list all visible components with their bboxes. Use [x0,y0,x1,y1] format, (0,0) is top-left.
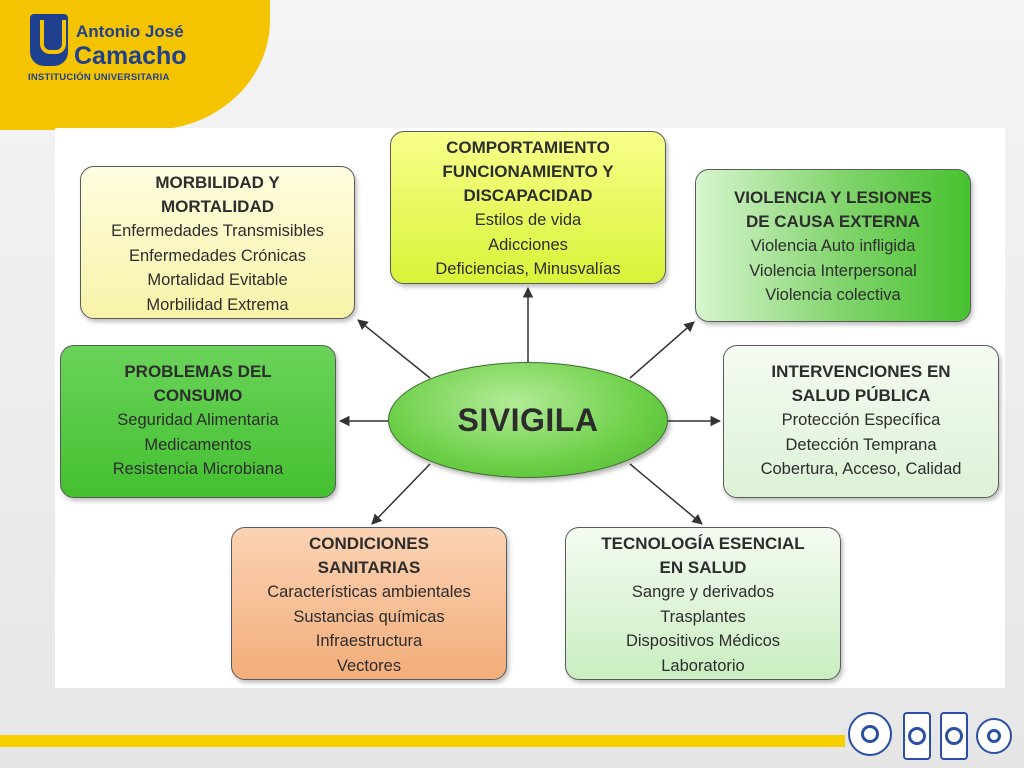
arrow-to-condiciones [371,463,431,525]
node-item: Violencia colectiva [765,286,901,304]
node-item: Sustancias químicas [293,607,445,626]
brand-line-1: Antonio José [76,22,184,41]
node-item: Características ambientales [267,583,471,601]
university-logo-icon [30,14,68,66]
node-item: Detección Temprana [785,435,937,454]
node-item: Resistencia Microbiana [112,460,284,478]
node-item: Violencia Interpersonal [749,261,917,280]
center-label: SIVIGILA [457,401,599,438]
node-problemas: PROBLEMAS DEL CONSUMO Seguridad Alimenta… [60,345,336,498]
node-item: Seguridad Alimentaria [117,411,279,429]
node-item: Adicciones [488,235,568,254]
node-item: Enfermedades Transmisibles [111,222,324,240]
node-condiciones: CONDICIONES SANITARIAS Características a… [231,527,507,680]
node-title: MORBILIDAD Y [155,173,280,192]
node-item: Vectores [336,656,402,675]
node-title: EN SALUD [659,558,747,577]
node-item: Violencia Auto infligida [750,237,916,255]
node-item: Mortalidad Evitable [147,271,288,289]
center-node-sivigila: SIVIGILA [388,362,668,478]
node-item: Morbilidad Extrema [146,295,289,314]
node-item: Dispositivos Médicos [625,632,781,650]
node-title: FUNCIONAMIENTO Y [442,162,614,181]
node-item: Deficiencias, Minusvalías [435,260,621,278]
quality-certification-icon [903,712,931,760]
arrow-to-violencia [629,321,695,379]
node-title: COMPORTAMIENTO [446,138,610,157]
node-title: TECNOLOGÍA ESENCIAL [601,534,805,553]
node-item: Laboratorio [661,656,745,675]
node-violencia: VIOLENCIA Y LESIONES DE CAUSA EXTERNA Vi… [695,169,971,322]
certification-seal-icon [848,712,892,756]
node-item: Estilos de vida [474,211,582,229]
node-title: CONDICIONES [309,534,429,553]
iqnet-certification-icon [976,718,1012,754]
node-comportamiento: COMPORTAMIENTO FUNCIONAMIENTO Y DISCAPAC… [390,131,666,284]
node-title: VIOLENCIA Y LESIONES [733,188,933,207]
iso-certification-icon [940,712,968,760]
node-item: Trasplantes [660,607,746,626]
node-item: Sangre y derivados [631,583,775,601]
node-item: Medicamentos [144,435,252,454]
node-title: DE CAUSA EXTERNA [745,212,921,231]
node-title: CONSUMO [153,386,243,405]
node-item: Protección Específica [781,411,941,429]
node-title: INTERVENCIONES EN [771,362,951,381]
node-item: Infraestructura [315,632,423,650]
arrow-to-tecnologia [629,463,703,525]
node-intervenciones: INTERVENCIONES EN SALUD PÚBLICA Protecci… [723,345,999,498]
node-title: SALUD PÚBLICA [791,386,931,405]
brand-line-2: Camacho [74,42,187,70]
node-title: PROBLEMAS DEL [124,362,272,381]
node-title: DISCAPACIDAD [463,186,593,205]
node-item: Enfermedades Crónicas [128,246,306,265]
arrow-to-morbilidad [357,319,431,379]
footer-bar [0,735,845,747]
node-title: SANITARIAS [317,558,421,577]
node-morbilidad: MORBILIDAD Y MORTALIDAD Enfermedades Tra… [80,166,355,319]
node-title: MORTALIDAD [161,197,274,216]
node-item: Cobertura, Acceso, Calidad [760,460,962,478]
logo-band: Antonio José Camacho INSTITUCIÓN UNIVERS… [0,0,270,130]
brand-line-3: INSTITUCIÓN UNIVERSITARIA [28,72,170,83]
node-tecnologia: TECNOLOGÍA ESENCIAL EN SALUD Sangre y de… [565,527,841,680]
